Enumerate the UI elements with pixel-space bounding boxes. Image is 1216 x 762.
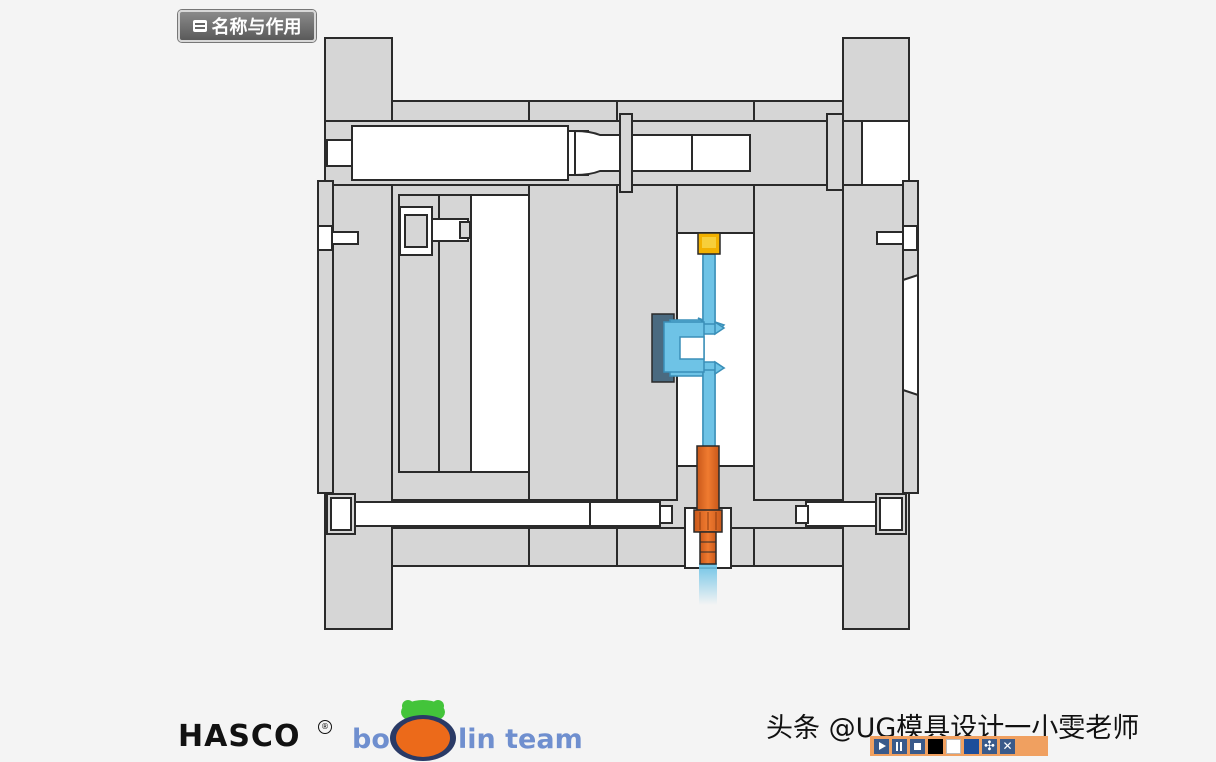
mold-diagram (317, 37, 919, 630)
cavity-plate-b (676, 184, 755, 234)
channel-loop-gap (679, 336, 705, 360)
name-and-function-button[interactable]: 名称与作用 (178, 10, 316, 42)
white-background-button[interactable] (946, 738, 961, 754)
team-logo-bo: bo (352, 724, 390, 755)
cylinder-rod (574, 129, 751, 177)
bottom-plate-a (391, 527, 530, 567)
left-bolt-head (317, 225, 333, 251)
right-block-top (826, 113, 844, 191)
right-bolt-head (902, 225, 918, 251)
player-controls: ✣ ✕ (870, 736, 1048, 756)
rod-sleeve (619, 113, 633, 193)
registered-mark: ® (318, 720, 332, 734)
channel-bottom (702, 369, 716, 449)
bottom-pin-right-head (795, 505, 809, 524)
ejector-cavity (470, 194, 530, 473)
bottom-pin-right (805, 501, 879, 527)
move-icon[interactable]: ✣ (982, 738, 997, 754)
bolin-team-logo: bo lin team (352, 724, 583, 755)
bottom-plate-b (528, 527, 618, 567)
left-side-rail (317, 180, 334, 494)
water-jet (699, 563, 717, 605)
support-plate-b (753, 184, 844, 501)
close-icon[interactable]: ✕ (1000, 738, 1015, 754)
team-logo-rest: lin team (458, 724, 583, 755)
fitting-barb (699, 531, 717, 565)
top-plate-b (528, 100, 618, 122)
channel-top (702, 253, 716, 325)
right-bolt-shank (876, 231, 904, 245)
bottom-plate-d (730, 527, 755, 567)
cylinder-body (351, 125, 569, 181)
cooling-circuit (651, 232, 726, 605)
mascot-logo-icon (390, 700, 456, 761)
top-plate-c (616, 100, 755, 122)
fitting-body (696, 445, 720, 515)
ejector-guide-inner (404, 214, 428, 248)
support-plate-a (528, 184, 618, 501)
bottom-pin-left-head (659, 505, 673, 524)
list-icon (192, 20, 207, 32)
play-button[interactable] (874, 738, 889, 754)
hasco-logo: HASCO (178, 719, 301, 754)
blue-background-button[interactable] (964, 738, 979, 754)
right-window (861, 120, 910, 186)
name-and-function-label: 名称与作用 (211, 17, 302, 38)
stop-button[interactable] (910, 738, 925, 754)
left-bolt-shank (331, 231, 359, 245)
black-background-button[interactable] (928, 738, 943, 754)
bottom-plate-e (753, 527, 844, 567)
cylinder-end (326, 139, 353, 167)
pause-button[interactable] (892, 738, 907, 754)
bottom-plate-c (616, 527, 686, 567)
top-plate-a (391, 100, 530, 122)
bottom-pin-left-tip (589, 501, 661, 527)
ejector-stud-tip (459, 221, 471, 239)
right-side-bevel (902, 273, 919, 397)
